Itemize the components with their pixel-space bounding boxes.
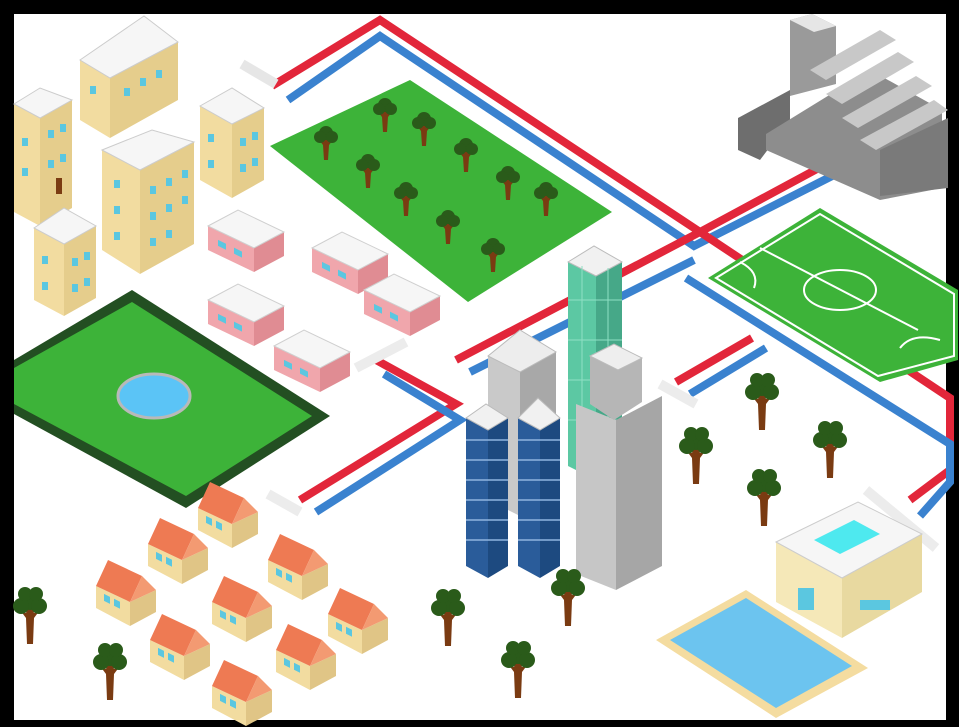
factory	[738, 14, 948, 200]
orchard	[270, 80, 612, 302]
pond	[116, 372, 192, 420]
villa	[774, 501, 924, 638]
swimming-pool	[656, 590, 868, 718]
park-with-pond	[14, 290, 330, 508]
residential-apartments	[12, 15, 266, 316]
soccer-field	[708, 208, 958, 382]
office-towers	[465, 245, 662, 590]
